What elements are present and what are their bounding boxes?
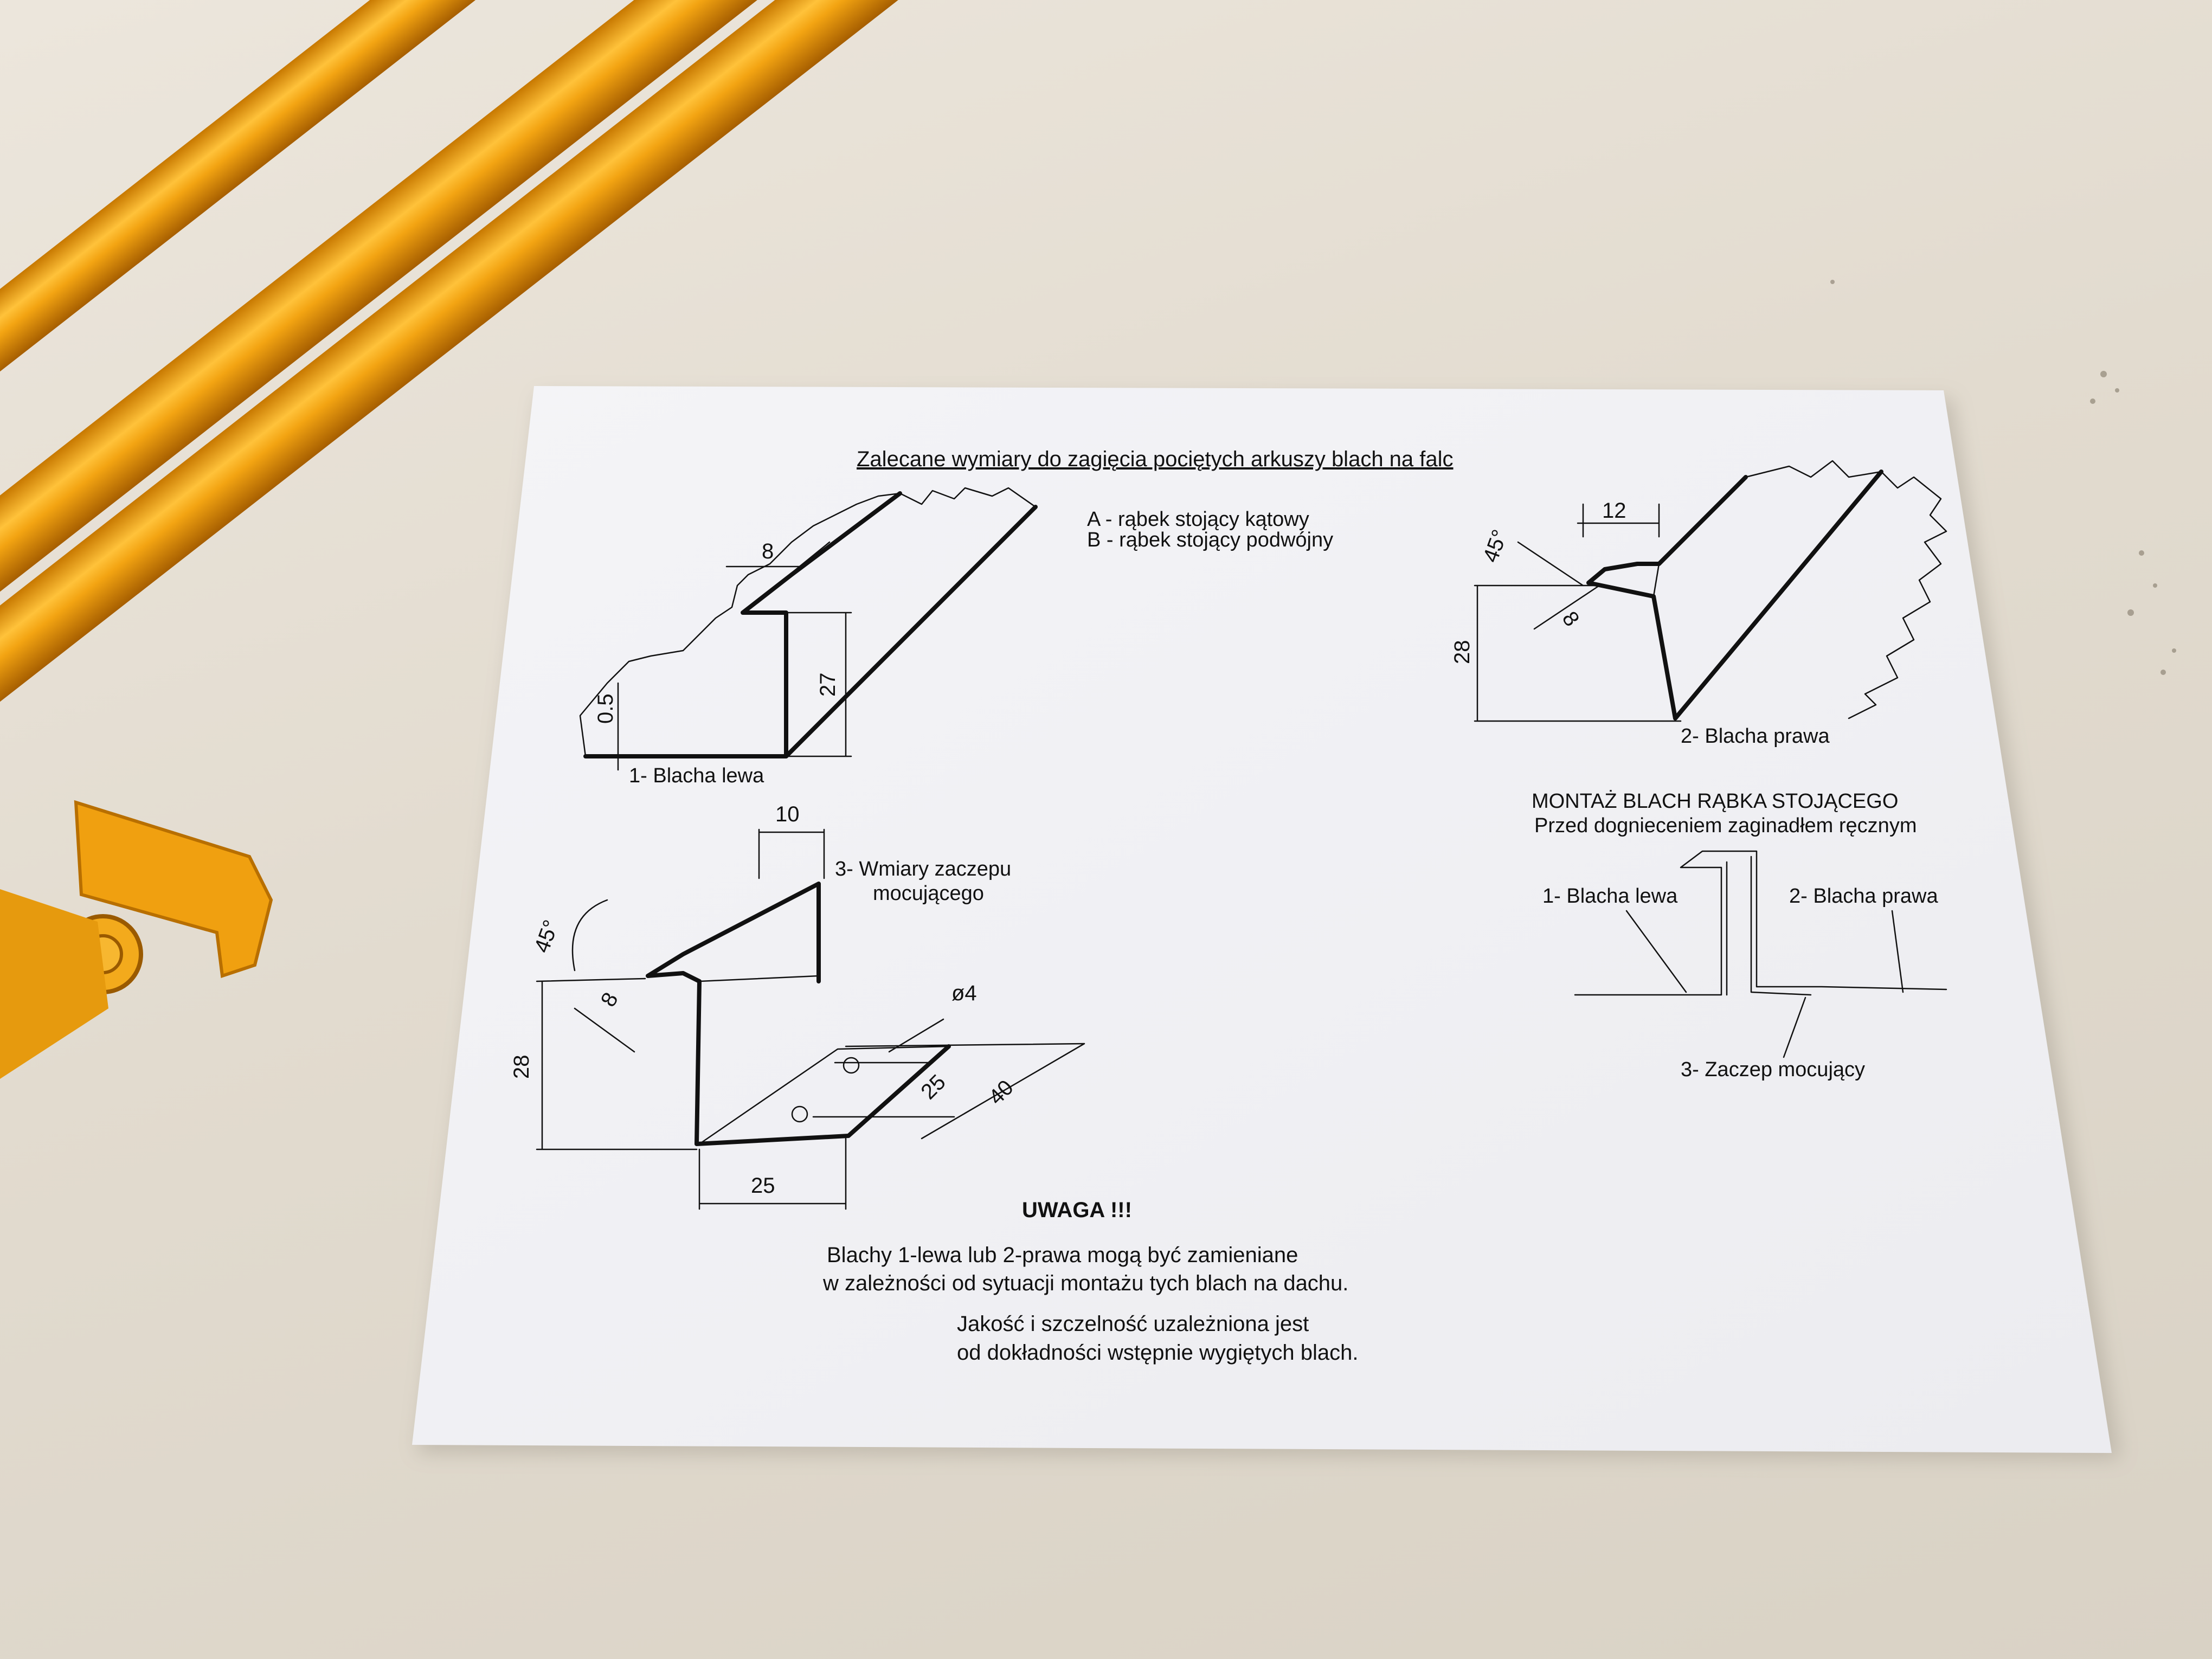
instruction-sheet: Zalecane wymiary do zagięcia pociętych a… xyxy=(412,386,2112,1453)
assembly-title: MONTAŻ BLACH RĄBKA STOJĄCEGO xyxy=(1532,789,1898,813)
warning-line-4: od dokładności wstępnie wygiętych blach. xyxy=(957,1341,1358,1365)
fig2-dim-12: 12 xyxy=(1602,499,1626,523)
legend-line-b: B - rąbek stojący podwójny xyxy=(1087,529,1333,551)
legend-line-a: A - rąbek stojący kątowy xyxy=(1087,508,1309,531)
assembly-bottom-label: 3- Zaczep mocujący xyxy=(1681,1058,1865,1081)
desk-marks xyxy=(1830,280,2176,675)
fig3-dim-25-bottom: 25 xyxy=(751,1174,775,1198)
figure-blacha-lewa: 8 27 0.5 1- Blacha lewa xyxy=(579,487,1038,787)
fig3-dim-10: 10 xyxy=(775,802,800,826)
bender-handle xyxy=(0,0,1009,1079)
warning-line-1: Blachy 1-lewa lub 2-prawa mogą być zamie… xyxy=(827,1243,1298,1267)
assembly-left-label: 1- Blacha lewa xyxy=(1542,885,1678,908)
fig1-dim-27: 27 xyxy=(816,673,840,697)
sheet-title: Zalecane wymiary do zagięcia pociętych a… xyxy=(857,447,1454,471)
fig1-dim-05: 0.5 xyxy=(594,693,618,724)
fig3-label-1: 3- Wmiary zaczepu xyxy=(835,858,1011,880)
fig2-dim-28: 28 xyxy=(1450,640,1474,665)
fig3-label-2: mocującego xyxy=(873,882,984,905)
fig1-label: 1- Blacha lewa xyxy=(629,764,764,787)
fig3-dim-o4: ø4 xyxy=(951,981,977,1005)
fig1-dim-8: 8 xyxy=(762,539,774,563)
warning-line-3: Jakość i szczelność uzależniona jest xyxy=(957,1312,1309,1336)
warning-line-2: w zależności od sytuacji montażu tych bl… xyxy=(822,1271,1348,1295)
warning-heading: UWAGA !!! xyxy=(1022,1198,1132,1222)
fig2-label: 2- Blacha prawa xyxy=(1681,725,1830,748)
assembly-diagram: MONTAŻ BLACH RĄBKA STOJĄCEGO Przed dogni… xyxy=(1532,789,1947,1081)
fig3-dim-28: 28 xyxy=(510,1055,533,1079)
warning-block: UWAGA !!! Blachy 1-lewa lub 2-prawa mogą… xyxy=(822,1198,1358,1365)
assembly-subtitle: Przed dognieceniem zaginadłem ręcznym xyxy=(1534,814,1917,837)
assembly-right-label: 2- Blacha prawa xyxy=(1789,885,1938,908)
